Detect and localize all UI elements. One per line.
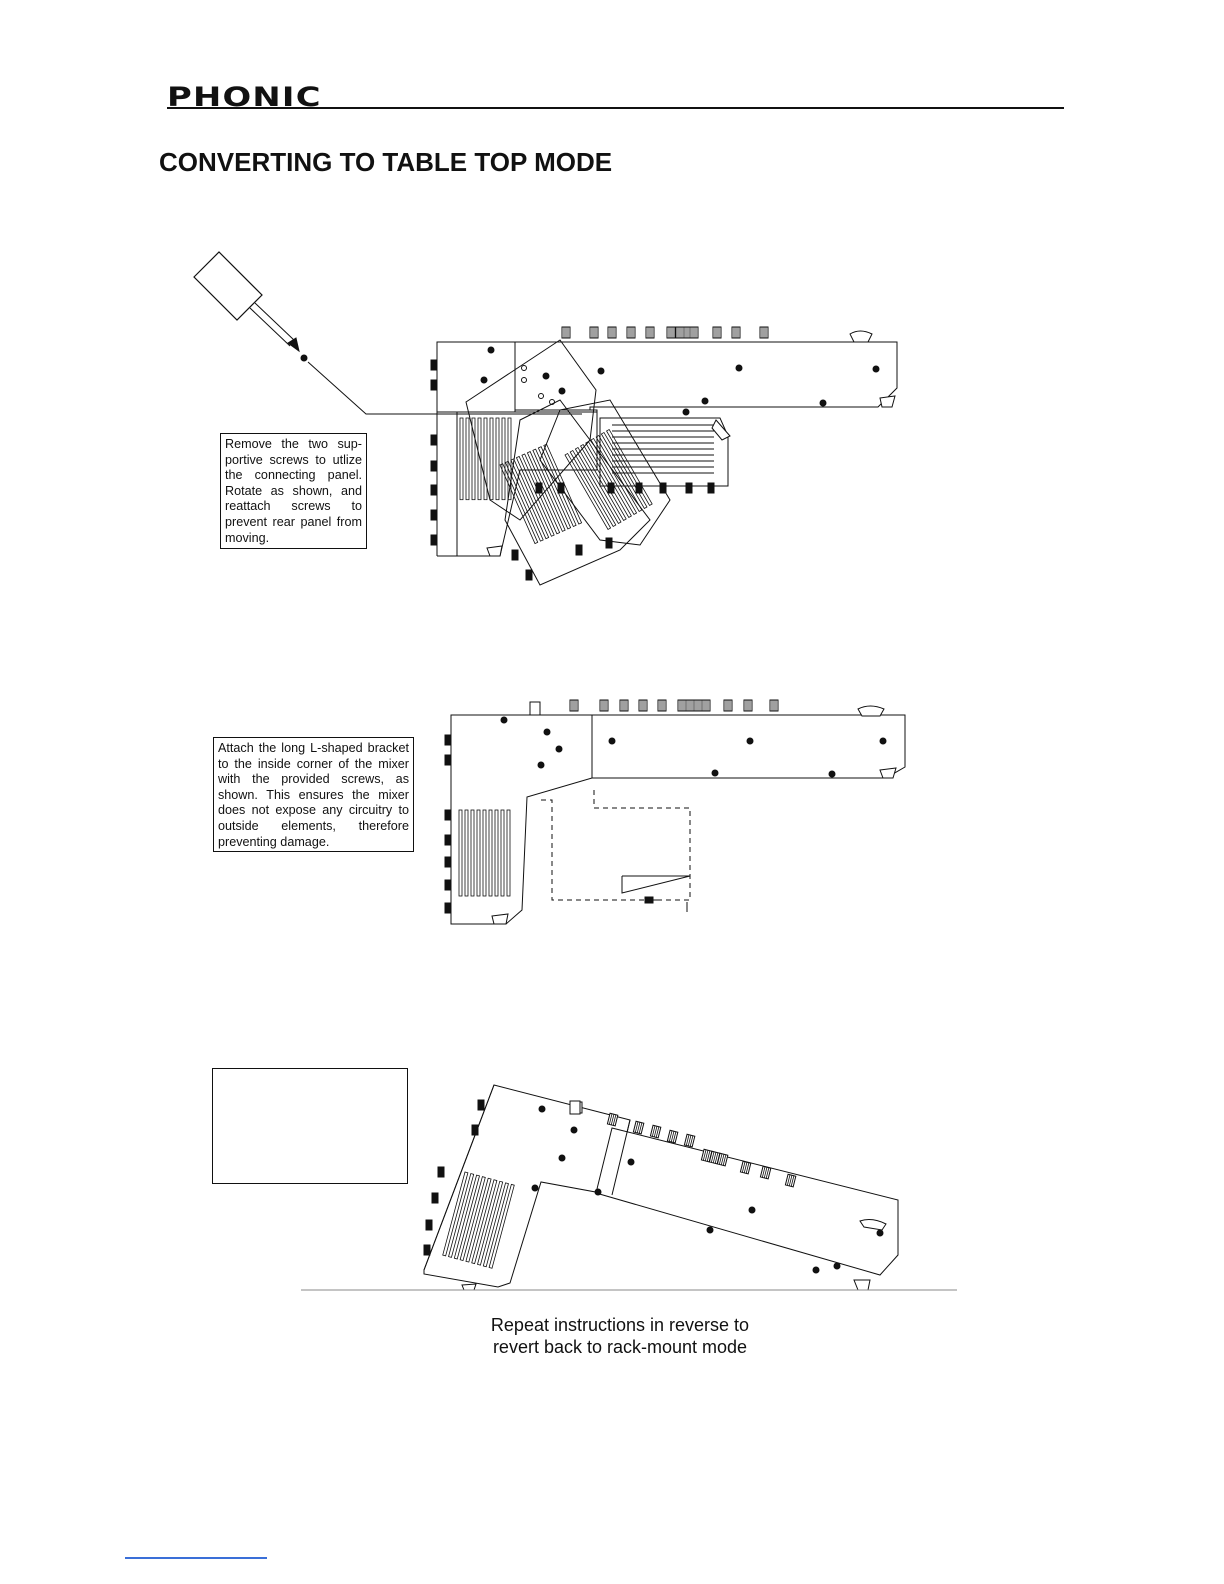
figure-1 (193, 251, 898, 586)
step-3-note (212, 1068, 408, 1184)
footer-line-1: Repeat instructions in reverse to (490, 1315, 750, 1335)
figure-3 (301, 1084, 957, 1291)
footer-line-2: revert back to rack-mount mode (492, 1337, 748, 1357)
screwdriver-icon (193, 251, 308, 362)
step-2-note: Attach the long L-shaped bracket to the … (213, 737, 414, 852)
footer-link-underline (125, 1557, 267, 1559)
header-rule (167, 107, 1064, 109)
page-title: CONVERTING TO TABLE TOP MODE (159, 147, 613, 177)
figure-2 (444, 699, 906, 925)
footer-instruction: Repeat instructions in reverse to revert… (430, 1314, 810, 1358)
step-1-note: Remove the two sup-portive screws to utl… (220, 433, 367, 549)
